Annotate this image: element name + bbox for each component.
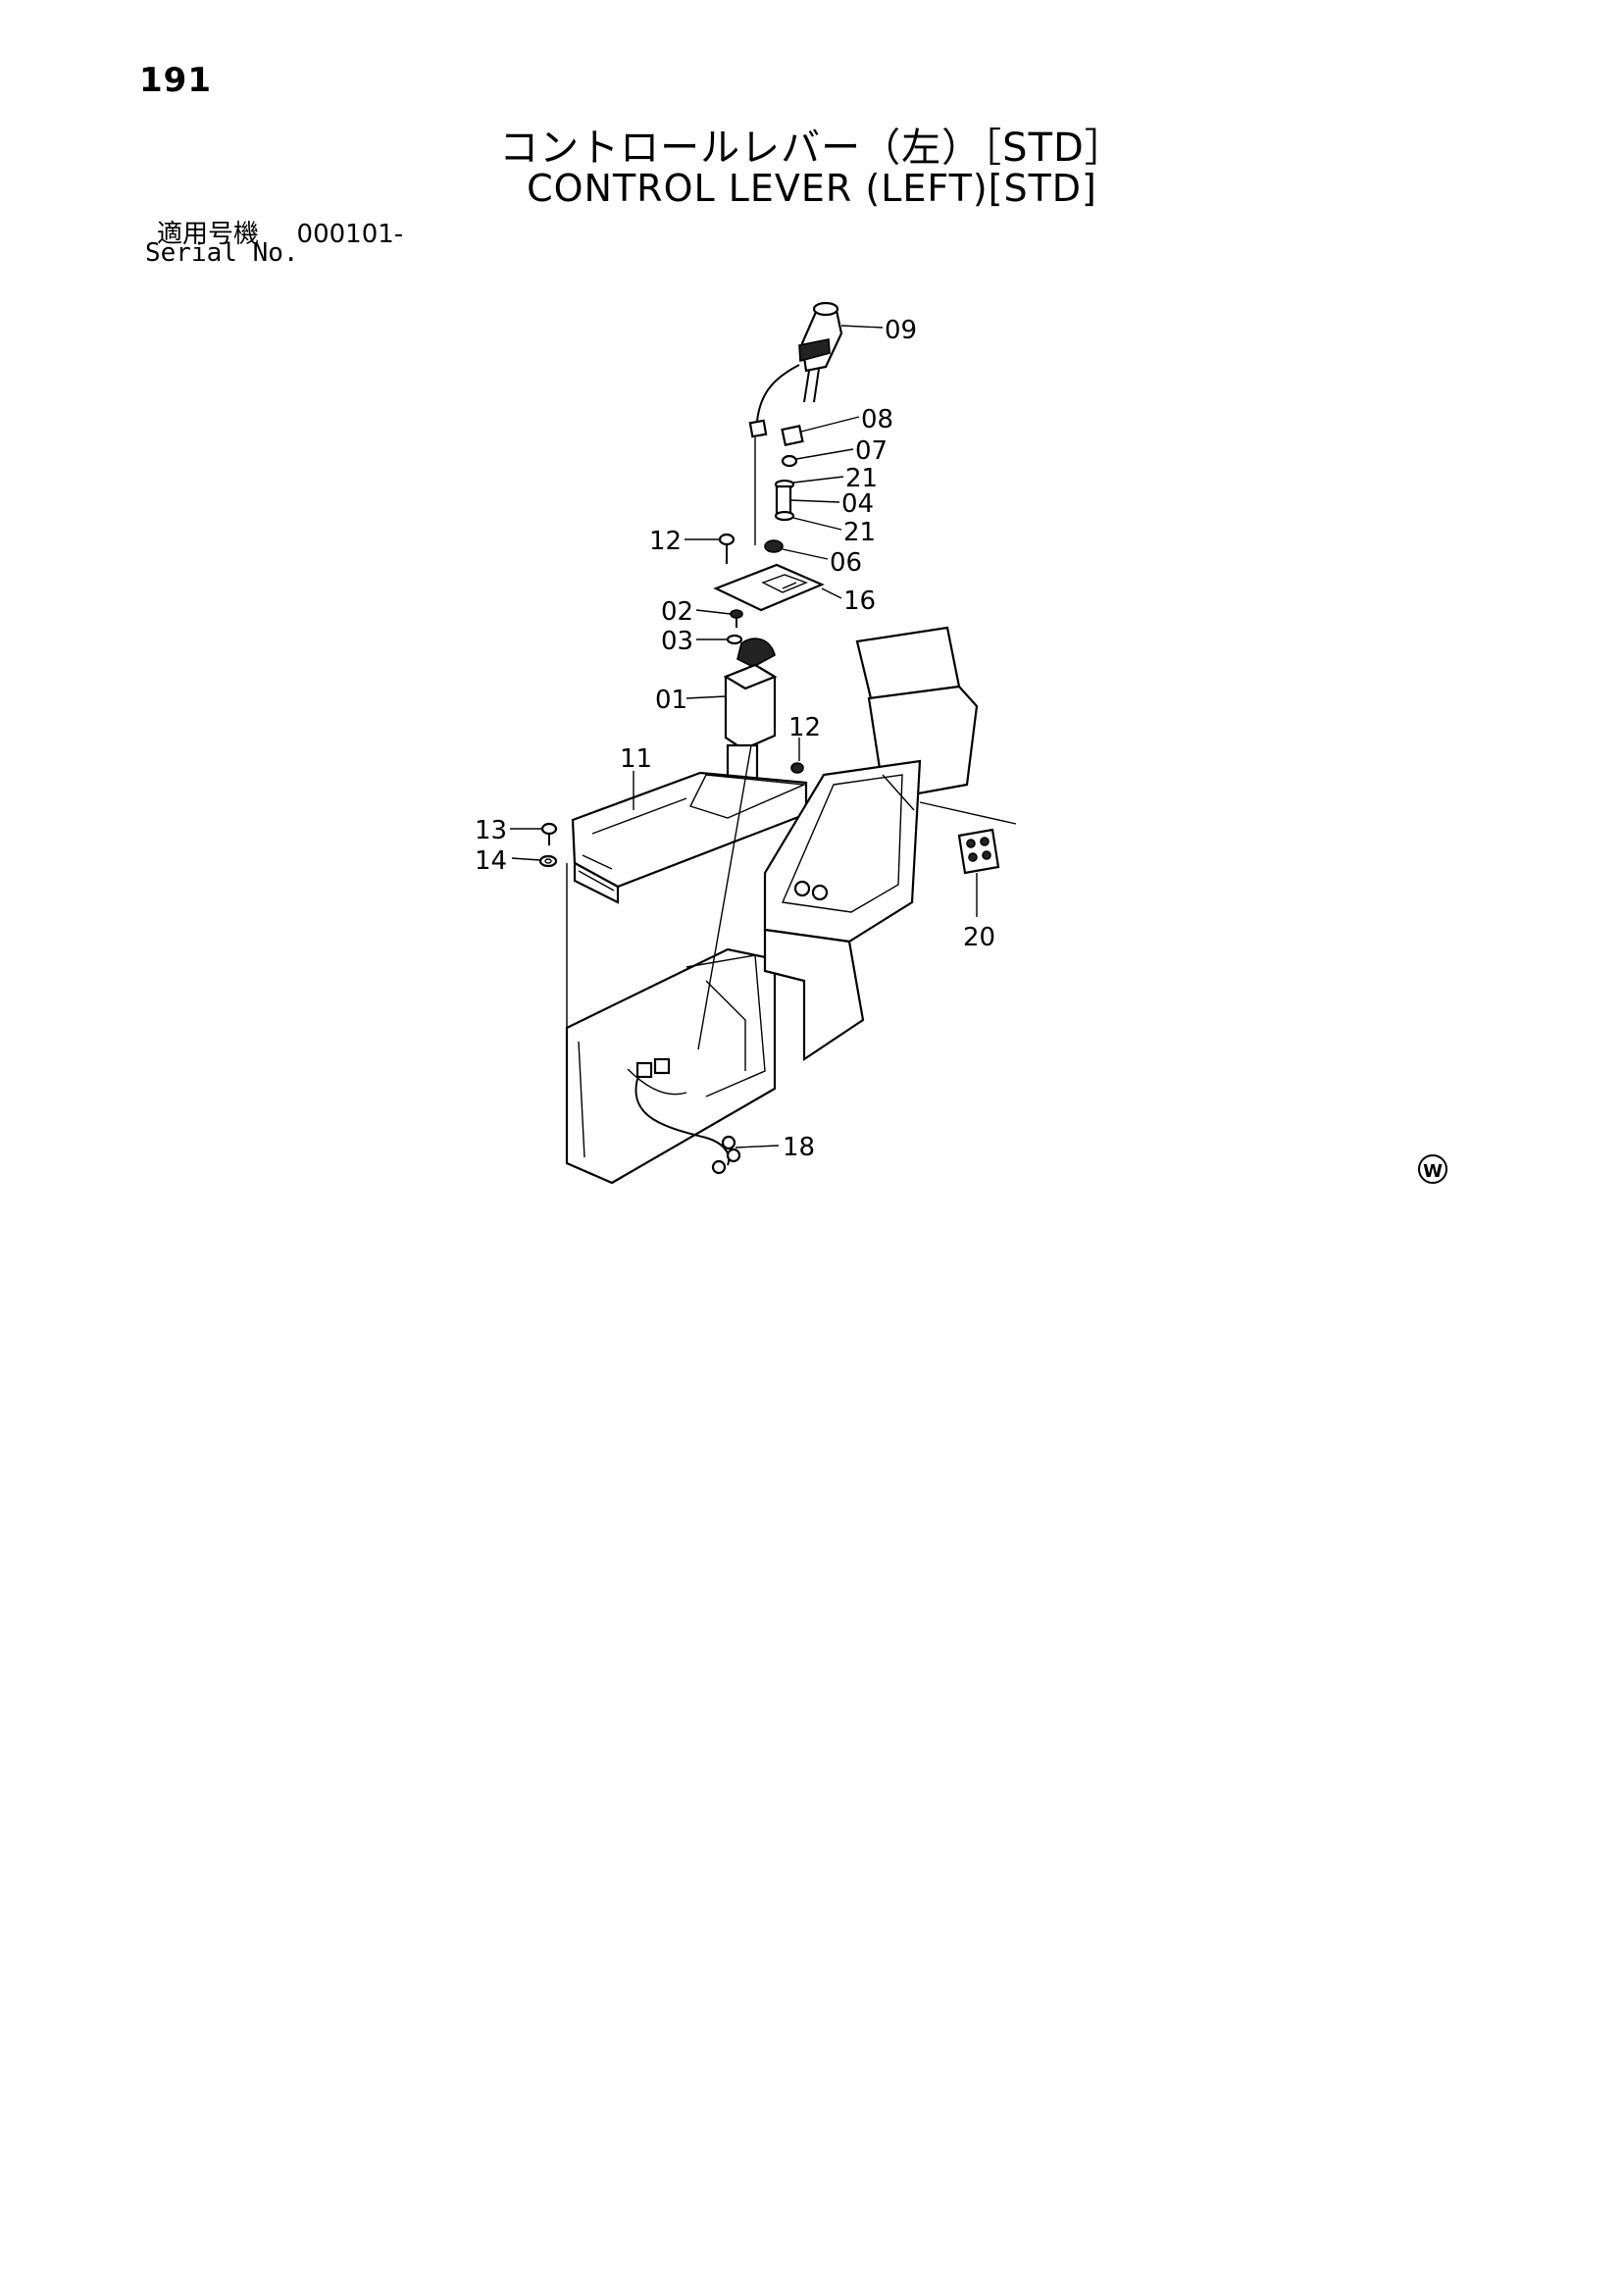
part-21b bbox=[774, 510, 795, 522]
callout-16: 16 bbox=[843, 587, 876, 616]
base-frame bbox=[565, 947, 777, 1185]
callout-02: 02 bbox=[661, 597, 693, 627]
part-09 bbox=[756, 301, 843, 423]
part-02 bbox=[730, 609, 743, 628]
connector bbox=[748, 419, 768, 438]
serial-value: 000101- bbox=[296, 220, 404, 249]
part-20 bbox=[919, 801, 1017, 875]
part-06 bbox=[764, 539, 784, 553]
part-03 bbox=[726, 634, 743, 645]
callout-13: 13 bbox=[475, 816, 507, 845]
w-mark-letter: W bbox=[1423, 1161, 1443, 1182]
part-01 bbox=[723, 638, 778, 800]
serial-label-jp-row: 適用号機 000101- bbox=[157, 214, 403, 250]
part-16 bbox=[713, 563, 825, 612]
part-12a bbox=[718, 533, 736, 564]
w-mark: W bbox=[1418, 1154, 1447, 1184]
part-12b bbox=[790, 762, 804, 774]
callout-03: 03 bbox=[661, 627, 693, 656]
callout-04: 04 bbox=[841, 489, 874, 519]
callout-06: 06 bbox=[830, 548, 862, 578]
serial-label-jp: 適用号機 bbox=[157, 220, 260, 249]
callout-07: 07 bbox=[855, 436, 888, 466]
leader-lines bbox=[510, 325, 978, 1148]
callout-09: 09 bbox=[885, 316, 917, 345]
callout-12a: 12 bbox=[649, 527, 682, 556]
page-number: 191 bbox=[139, 61, 212, 100]
part-14 bbox=[538, 854, 558, 868]
serial-label-en: Serial No. bbox=[145, 238, 299, 268]
part-07 bbox=[781, 454, 798, 468]
callout-11: 11 bbox=[620, 744, 652, 774]
callout-21a: 21 bbox=[845, 464, 878, 493]
callout-01: 01 bbox=[655, 686, 687, 715]
right-console bbox=[763, 626, 979, 1062]
callout-20: 20 bbox=[963, 923, 995, 952]
part-13 bbox=[540, 822, 558, 845]
callout-14: 14 bbox=[475, 846, 507, 876]
part-04 bbox=[775, 485, 792, 516]
part-18 bbox=[634, 1078, 741, 1175]
title-japanese: コントロールレバー（左）［STD］ bbox=[499, 126, 1125, 171]
part-08 bbox=[781, 424, 804, 447]
callout-12b: 12 bbox=[788, 713, 821, 742]
title-english: CONTROL LEVER (LEFT)[STD] bbox=[527, 167, 1097, 210]
callout-08: 08 bbox=[861, 405, 893, 434]
callout-21b: 21 bbox=[843, 518, 876, 547]
callout-18: 18 bbox=[783, 1133, 815, 1162]
